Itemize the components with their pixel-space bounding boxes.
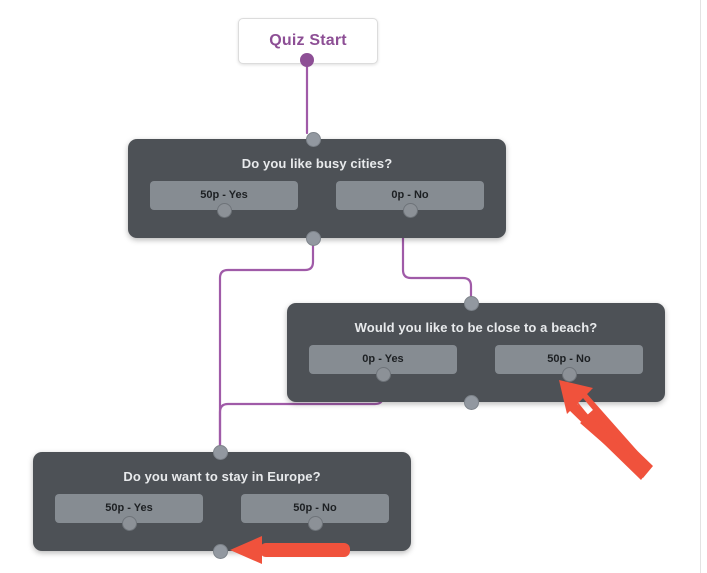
question-node-beach[interactable]: Would you like to be close to a beach? 0… [287, 303, 665, 402]
node-output-port-busy-cities[interactable] [306, 231, 321, 246]
question-node-busy-cities[interactable]: Do you like busy cities? 50p - Yes 0p - … [128, 139, 506, 238]
answer-button-europe-no[interactable]: 50p - No [241, 494, 389, 531]
answer-button-cities-no[interactable]: 0p - No [336, 181, 484, 218]
answer-output-port-cities-yes[interactable] [217, 203, 232, 218]
answer-button-cities-yes[interactable]: 50p - Yes [150, 181, 298, 218]
node-input-port-busy-cities[interactable] [306, 132, 321, 147]
answer-output-port-cities-no[interactable] [403, 203, 418, 218]
answer-label: 0p - Yes [362, 353, 404, 365]
question-title: Do you like busy cities? [241, 156, 393, 171]
answer-label: 50p - No [547, 353, 591, 365]
answer-label: 50p - No [293, 502, 337, 514]
answer-button-beach-yes[interactable]: 0p - Yes [309, 345, 457, 382]
answer-output-port-beach-no[interactable] [562, 367, 577, 382]
start-node-label: Quiz Start [269, 32, 347, 49]
node-input-port-europe[interactable] [213, 445, 228, 460]
question-node-europe[interactable]: Do you want to stay in Europe? 50p - Yes… [33, 452, 411, 551]
question-title: Would you like to be close to a beach? [354, 320, 598, 335]
answer-row: 50p - Yes 0p - No [128, 181, 506, 218]
node-output-port-europe[interactable] [213, 544, 228, 559]
start-node-output-port[interactable] [300, 53, 314, 67]
canvas-right-border [700, 0, 701, 573]
answer-output-port-beach-yes[interactable] [376, 367, 391, 382]
answer-row: 0p - Yes 50p - No [287, 345, 665, 382]
node-input-port-beach[interactable] [464, 296, 479, 311]
answer-label: 50p - Yes [105, 502, 153, 514]
question-title: Do you want to stay in Europe? [123, 469, 321, 484]
node-output-port-beach[interactable] [464, 395, 479, 410]
answer-label: 50p - Yes [200, 189, 248, 201]
answer-button-beach-no[interactable]: 50p - No [495, 345, 643, 382]
answer-output-port-europe-no[interactable] [308, 516, 323, 531]
answer-label: 0p - No [391, 189, 429, 201]
answer-row: 50p - Yes 50p - No [33, 494, 411, 531]
answer-button-europe-yes[interactable]: 50p - Yes [55, 494, 203, 531]
answer-output-port-europe-yes[interactable] [122, 516, 137, 531]
